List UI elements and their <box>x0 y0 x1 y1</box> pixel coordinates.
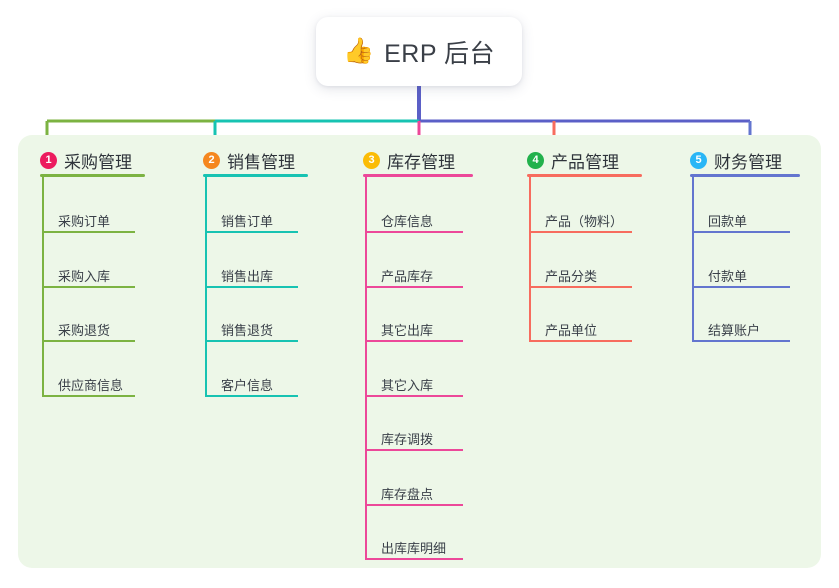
leaf-item-label[interactable]: 客户信息 <box>221 377 274 393</box>
leaf-item-label[interactable]: 其它出库 <box>381 323 434 338</box>
leaf-underline <box>42 231 135 233</box>
leaf-underline <box>42 394 135 397</box>
module-title-3: 库存管理 <box>387 153 455 172</box>
module-column-5: 5 财务管理回款单付款单结算账户 <box>690 135 820 568</box>
leaf-item-label[interactable]: 其它入库 <box>381 377 434 393</box>
module-column-1: 1 采购管理采购订单采购入库采购退货供应商信息 <box>40 135 165 568</box>
module-badge-1: 1 <box>40 152 57 169</box>
modules-panel <box>18 135 821 568</box>
module-underline-4 <box>527 174 642 177</box>
leaf-item-label[interactable]: 回款单 <box>708 214 748 229</box>
leaf-item-label[interactable]: 供应商信息 <box>58 377 124 393</box>
leaf-underline <box>529 340 632 342</box>
leaf-item-label[interactable]: 库存调拨 <box>381 432 434 447</box>
module-title-5: 财务管理 <box>714 153 782 172</box>
root-node-title: ERP 后台 <box>384 39 496 68</box>
leaf-underline <box>365 503 463 506</box>
leaf-item-label[interactable]: 采购退货 <box>58 323 111 338</box>
module-title-1: 采购管理 <box>64 153 132 172</box>
leaf-item-label[interactable]: 结算账户 <box>708 323 761 338</box>
leaf-underline <box>529 285 632 288</box>
module-spine-3 <box>365 177 367 558</box>
leaf-item-label[interactable]: 采购入库 <box>58 268 111 284</box>
leaf-underline <box>365 449 463 451</box>
leaf-underline <box>365 394 463 397</box>
leaf-underline <box>205 285 298 288</box>
module-header-1[interactable]: 1 采购管理 <box>40 148 132 173</box>
leaf-item-label[interactable]: 仓库信息 <box>381 214 434 229</box>
module-header-5[interactable]: 5 财务管理 <box>690 148 782 173</box>
leaf-item-label[interactable]: 产品（物料） <box>545 214 624 229</box>
leaf-underline <box>205 340 298 342</box>
leaf-underline <box>365 231 463 233</box>
leaf-underline <box>365 558 463 560</box>
leaf-item-label[interactable]: 出库库明细 <box>381 541 447 556</box>
module-spine-5 <box>692 177 694 340</box>
root-node-card[interactable]: 👍 ERP 后台 <box>316 17 522 86</box>
module-badge-2: 2 <box>203 152 220 169</box>
leaf-item-label[interactable]: 采购订单 <box>58 214 111 229</box>
leaf-item-label[interactable]: 库存盘点 <box>381 486 434 502</box>
module-badge-4: 4 <box>527 152 544 169</box>
leaf-item-label[interactable]: 产品分类 <box>545 268 598 284</box>
module-underline-1 <box>40 174 145 177</box>
leaf-item-label[interactable]: 销售出库 <box>221 268 274 284</box>
module-badge-5: 5 <box>690 152 707 169</box>
leaf-underline <box>205 394 298 397</box>
leaf-item-label[interactable]: 产品单位 <box>545 323 598 338</box>
leaf-underline <box>692 231 790 233</box>
module-column-2: 2 销售管理销售订单销售出库销售退货客户信息 <box>203 135 328 568</box>
module-badge-3: 3 <box>363 152 380 169</box>
module-underline-5 <box>690 174 800 177</box>
thumbs-up-icon: 👍 <box>342 37 375 65</box>
leaf-underline <box>365 285 463 288</box>
leaf-item-label[interactable]: 销售订单 <box>221 214 274 229</box>
leaf-item-label[interactable]: 产品库存 <box>381 268 434 284</box>
module-header-2[interactable]: 2 销售管理 <box>203 148 295 173</box>
leaf-item-label[interactable]: 付款单 <box>708 268 748 284</box>
leaf-underline <box>365 340 463 342</box>
module-column-3: 3 库存管理仓库信息产品库存其它出库其它入库库存调拨库存盘点出库库明细 <box>363 135 493 568</box>
leaf-underline <box>205 231 298 233</box>
module-title-2: 销售管理 <box>227 153 295 172</box>
module-title-4: 产品管理 <box>551 153 619 172</box>
leaf-underline <box>529 231 632 233</box>
module-header-4[interactable]: 4 产品管理 <box>527 148 619 173</box>
leaf-underline <box>42 340 135 342</box>
module-spine-4 <box>529 177 531 340</box>
leaf-underline <box>42 285 135 288</box>
module-underline-2 <box>203 174 308 177</box>
leaf-underline <box>692 285 790 288</box>
module-underline-3 <box>363 174 473 177</box>
module-column-4: 4 产品管理产品（物料） 产品分类产品单位 <box>527 135 662 568</box>
leaf-item-label[interactable]: 销售退货 <box>221 323 274 338</box>
leaf-underline <box>692 340 790 342</box>
module-header-3[interactable]: 3 库存管理 <box>363 148 455 173</box>
